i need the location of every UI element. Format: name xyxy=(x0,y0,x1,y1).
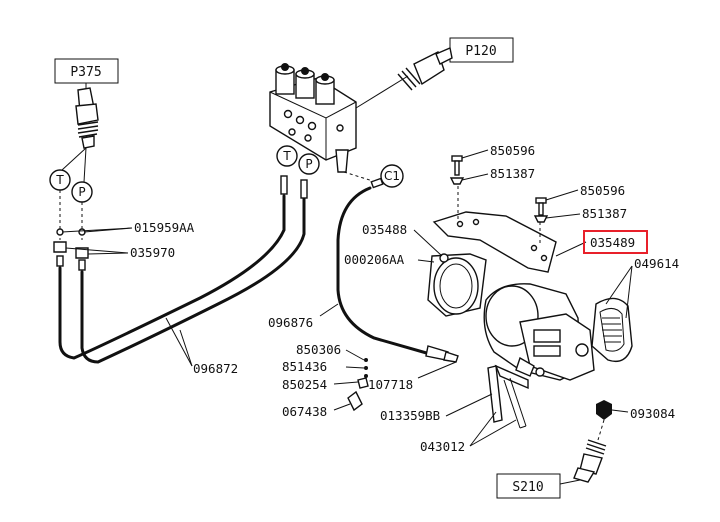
circle-p-left: P xyxy=(71,181,93,203)
coupling-s210 xyxy=(559,400,612,485)
label-093084: 093084 xyxy=(630,406,675,421)
circle-p-mid-text: P xyxy=(305,157,312,171)
label-850596-b: 850596 xyxy=(580,183,625,198)
label-850596-a: 850596 xyxy=(490,143,535,158)
coupling-p375 xyxy=(75,83,99,149)
valve-block xyxy=(269,63,357,173)
label-035489: 035489 xyxy=(590,235,635,250)
label-851436: 851436 xyxy=(282,359,327,374)
label-851387-a: 851387 xyxy=(490,166,535,181)
label-000206aa: 000206AA xyxy=(344,252,405,267)
rotator-body xyxy=(483,283,595,381)
label-043012: 043012 xyxy=(420,439,465,454)
label-850254: 850254 xyxy=(282,377,327,392)
hose-096876 xyxy=(336,177,459,363)
circle-c1: C1 xyxy=(380,164,404,188)
label-107718: 107718 xyxy=(368,377,413,392)
adapter-ring xyxy=(427,253,487,317)
label-851387-b: 851387 xyxy=(582,206,627,221)
label-035970: 035970 xyxy=(130,245,175,260)
circle-p-mid: P xyxy=(298,153,320,175)
label-035488: 035488 xyxy=(362,222,407,237)
circle-t-mid: T xyxy=(276,145,298,167)
highlighted-part-035489[interactable]: 035489 xyxy=(583,230,648,254)
box-s210-text: S210 xyxy=(512,480,543,495)
bolts-top xyxy=(449,155,549,223)
label-096876: 096876 xyxy=(268,315,313,330)
box-p120-text: P120 xyxy=(465,44,496,59)
circle-t-mid-text: T xyxy=(282,149,291,163)
label-049614: 049614 xyxy=(634,256,679,271)
cover-049614 xyxy=(591,297,633,363)
box-p120[interactable]: P120 xyxy=(449,37,514,63)
box-p375[interactable]: P375 xyxy=(54,58,119,84)
hose-096872 xyxy=(58,194,306,364)
box-p375-text: P375 xyxy=(70,65,101,80)
plate-upper xyxy=(432,211,557,273)
label-013359bb: 013359BB xyxy=(380,408,440,423)
pin-bracket xyxy=(487,364,529,429)
circle-t-left-text: T xyxy=(55,173,64,187)
label-015959aa: 015959AA xyxy=(134,220,195,235)
circle-t-left: T xyxy=(49,169,71,191)
label-096872: 096872 xyxy=(193,361,238,376)
label-067438: 067438 xyxy=(282,404,327,419)
box-s210[interactable]: S210 xyxy=(496,473,561,499)
bolts-850306-group xyxy=(347,358,369,412)
label-850306: 850306 xyxy=(296,342,341,357)
coupling-p120 xyxy=(355,47,453,109)
circle-c1-text: C1 xyxy=(384,169,400,183)
circle-p-left-text: P xyxy=(78,185,85,199)
hose-ends-mid xyxy=(280,175,308,199)
